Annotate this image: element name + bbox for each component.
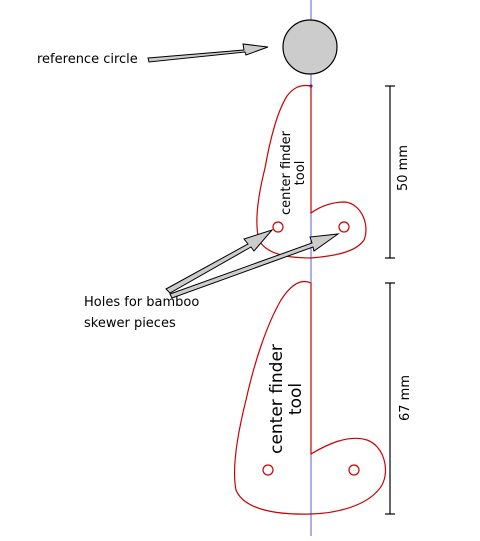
dim-large-label: 67 mm — [398, 375, 413, 421]
reference-circle-label: reference circle — [37, 52, 138, 67]
large-tool-label-line1: center finder — [267, 344, 287, 454]
large-tool-left-hole — [262, 464, 274, 476]
holes-label-line1: Holes for bamboo — [84, 295, 199, 310]
large-tool-outline — [233, 280, 387, 515]
large-tool-right-hole — [348, 464, 360, 476]
holes-arrow-left — [165, 228, 274, 294]
reference-circle — [282, 19, 338, 75]
small-tool-label-line2: tool — [293, 161, 308, 186]
reference-circle-arrow — [147, 43, 269, 63]
holes-arrow-right — [169, 233, 340, 299]
small-tool-label-line1: center finder — [279, 130, 294, 215]
small-tool-outline — [256, 84, 367, 259]
small-tool-right-hole — [338, 221, 350, 233]
holes-label-line2: skewer pieces — [84, 316, 176, 331]
large-tool-label-line2: tool — [286, 383, 306, 415]
small-tool-left-hole — [272, 221, 284, 233]
dim-small-label: 50 mm — [396, 145, 411, 191]
